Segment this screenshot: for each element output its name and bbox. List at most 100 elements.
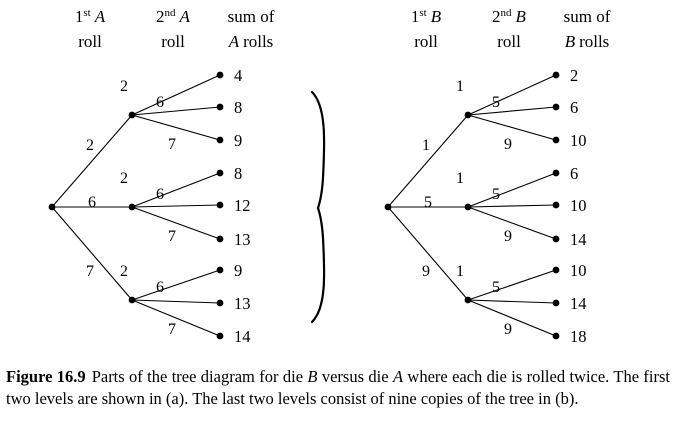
tree-a-second-label-3-2: 6 bbox=[156, 279, 164, 296]
tree-b-branch-3-2 bbox=[467, 299, 557, 304]
tree-a-mid-node-1 bbox=[128, 111, 136, 119]
tree-a-branch-1 bbox=[51, 114, 133, 208]
tree-a-second-label-3-1: 2 bbox=[120, 263, 128, 280]
tree-b-branch-1-2 bbox=[467, 106, 557, 116]
tree-b-root-node bbox=[384, 203, 392, 211]
tree-b-branch-2-3 bbox=[467, 206, 557, 240]
tree-b-second-label-3-2: 5 bbox=[492, 279, 500, 296]
tree-a-branch-1-2 bbox=[131, 106, 221, 116]
tree-a-branch-2-1 bbox=[131, 172, 221, 208]
tree-b-first-label-3: 9 bbox=[422, 263, 430, 280]
tree-a-sum-1-1: 4 bbox=[234, 66, 242, 85]
caption-text-3: where each die is rolled twice. The firs… bbox=[6, 367, 670, 408]
tree-a-first-label-3: 7 bbox=[86, 263, 94, 280]
tree-a-branch-2-2 bbox=[131, 204, 221, 208]
tree-a-branch-3-2 bbox=[131, 299, 221, 304]
tree-b-leaf-node-2-2 bbox=[552, 201, 560, 209]
tree-b-sum-2-2: 10 bbox=[570, 196, 587, 215]
caption-text-2: versus die bbox=[317, 367, 393, 386]
tree-a-mid-node-2 bbox=[128, 203, 136, 211]
tree-b-header-3-line1: sum of bbox=[564, 7, 611, 26]
tree-a-sum-1-2: 8 bbox=[234, 98, 242, 117]
tree-a-branch-1-3 bbox=[131, 114, 221, 141]
tree-b-sum-3-2: 14 bbox=[570, 294, 587, 313]
tree-b-second-label-3-1: 1 bbox=[456, 263, 464, 280]
tree-b-sum-1-1: 2 bbox=[570, 66, 578, 85]
tree-a-leaf-node-1-3 bbox=[216, 136, 224, 144]
tree-a-leaf-node-3-2 bbox=[216, 299, 224, 307]
caption-label: Figure 16.9 bbox=[6, 367, 86, 386]
tree-a-sum-3-2: 13 bbox=[234, 294, 251, 313]
caption-text-1: Parts of the tree diagram for die bbox=[91, 367, 308, 386]
tree-b-sum-3-1: 10 bbox=[570, 261, 587, 280]
tree-a-first-label-1: 2 bbox=[86, 137, 94, 154]
tree-a-second-label-1-1: 2 bbox=[120, 78, 128, 95]
tree-b-sum-1-3: 10 bbox=[570, 131, 587, 150]
tree-b-branch-3-1 bbox=[467, 269, 557, 301]
figure-caption: Figure 16.9 Parts of the tree diagram for… bbox=[6, 366, 670, 410]
tree-b-sum-3-3: 18 bbox=[570, 327, 587, 346]
tree-b-leaf-node-3-1 bbox=[552, 266, 560, 274]
tree-b-second-label-2-3: 9 bbox=[504, 228, 512, 245]
tree-b-mid-node-2 bbox=[464, 203, 472, 211]
tree-b-second-label-2-2: 5 bbox=[492, 186, 500, 203]
tree-a-mid-node-3 bbox=[128, 296, 136, 304]
tree-b-mid-node-3 bbox=[464, 296, 472, 304]
tree-b-branch-2-2 bbox=[467, 204, 557, 208]
tree-b-branch-1-3 bbox=[467, 114, 557, 141]
tree-b-branch-1 bbox=[387, 114, 469, 208]
tree-a-branch-1-1 bbox=[131, 74, 221, 116]
tree-a-sum-3-1: 9 bbox=[234, 261, 242, 280]
tree-a-leaf-node-1-1 bbox=[216, 71, 224, 79]
tree-a-sum-2-2: 12 bbox=[234, 196, 251, 215]
tree-b-leaf-node-2-3 bbox=[552, 235, 560, 243]
tree-b-second-label-1-1: 1 bbox=[456, 78, 464, 95]
tree-b-branch-1-1 bbox=[467, 74, 557, 116]
tree-a-second-label-2-1: 2 bbox=[120, 170, 128, 187]
curly-brace bbox=[310, 90, 326, 324]
tree-b-leaf-node-3-2 bbox=[552, 299, 560, 307]
tree-b-second-label-3-3: 9 bbox=[504, 321, 512, 338]
caption-var-1: B bbox=[307, 367, 318, 386]
tree-b-header-2-line2: roll bbox=[497, 32, 521, 51]
tree-b-first-label-2: 5 bbox=[424, 194, 432, 211]
tree-a-branch-3-1 bbox=[131, 269, 221, 301]
tree-a-second-label-1-3: 7 bbox=[168, 136, 176, 153]
tree-a-leaf-node-2-1 bbox=[216, 169, 224, 177]
tree-a-leaf-node-2-2 bbox=[216, 201, 224, 209]
tree-a-header-2-line2: roll bbox=[161, 32, 185, 51]
tree-b-branch-3 bbox=[387, 206, 469, 301]
tree-b-second-label-1-2: 5 bbox=[492, 94, 500, 111]
tree-a-leaf-node-2-3 bbox=[216, 235, 224, 243]
tree-a-sum-1-3: 9 bbox=[234, 131, 242, 150]
tree-a-leaf-node-3-3 bbox=[216, 332, 224, 340]
caption-var-2: A bbox=[392, 367, 404, 386]
tree-a-branch-3-3 bbox=[131, 299, 221, 337]
tree-a-branch-2-3 bbox=[131, 206, 221, 240]
tree-b-leaf-node-1-2 bbox=[552, 103, 560, 111]
tree-b-header-1-line2: roll bbox=[414, 32, 438, 51]
tree-a-leaf-node-3-1 bbox=[216, 266, 224, 274]
tree-a-second-label-1-2: 6 bbox=[156, 94, 164, 111]
tree-a-sum-2-3: 13 bbox=[234, 230, 251, 249]
tree-a-second-label-3-3: 7 bbox=[168, 321, 176, 338]
tree-a-branch-3 bbox=[51, 206, 133, 301]
tree-a-leaf-node-1-2 bbox=[216, 103, 224, 111]
tree-b-leaf-node-1-1 bbox=[552, 71, 560, 79]
tree-a-first-label-2: 6 bbox=[88, 194, 96, 211]
tree-a-sum-2-1: 8 bbox=[234, 164, 242, 183]
tree-b-second-label-1-3: 9 bbox=[504, 136, 512, 153]
tree-b-mid-node-1 bbox=[464, 111, 472, 119]
tree-b-first-label-1: 1 bbox=[422, 137, 430, 154]
tree-a-root-node bbox=[48, 203, 56, 211]
tree-b-second-label-2-1: 1 bbox=[456, 170, 464, 187]
tree-b-leaf-node-2-1 bbox=[552, 169, 560, 177]
